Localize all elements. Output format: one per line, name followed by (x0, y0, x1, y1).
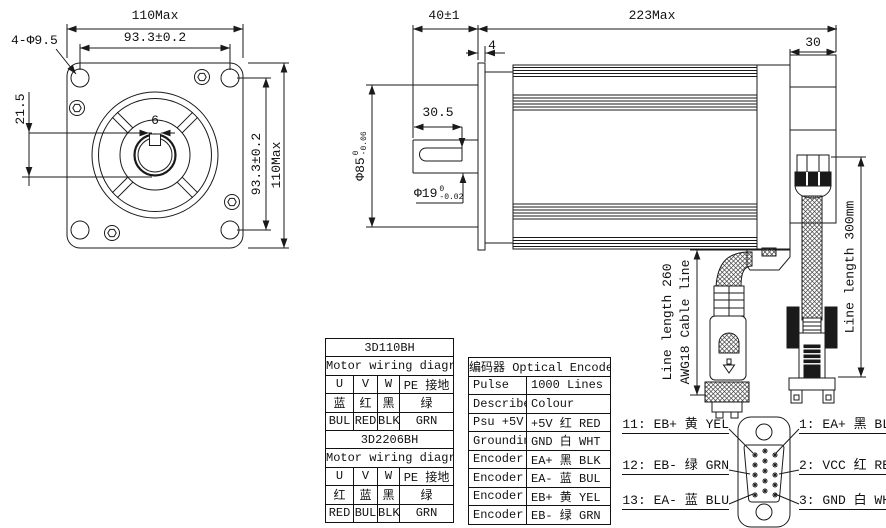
wiring-color-cn: 绿 (398, 485, 455, 505)
wiring-model-1: 3D110BH (324, 337, 455, 358)
wiring-color-en: GRN (398, 503, 455, 523)
front-view-dimensions (22, 24, 289, 249)
pin-label-3: 3: GND 白 WHT (799, 489, 886, 510)
dim-front-bolt-pitch-v: 93.3±0.2 (249, 132, 264, 196)
dim-front-height: 110Max (269, 141, 284, 189)
wiring-header: PE 接地 (398, 466, 455, 487)
side-view-drawing (412, 54, 837, 251)
shaft-dia-tol-bottom: -0.02 (439, 193, 464, 202)
dim-front-width: 110Max (131, 8, 179, 23)
pin-label-11: 11: EB+ 黄 YEL (622, 413, 729, 434)
encoder-row-label: Pulse (468, 375, 527, 395)
wiring-color-cn: 黑 (377, 485, 400, 505)
wiring-header: V (353, 466, 378, 487)
encoder-row-value: EB- 绿 GRN (525, 505, 612, 525)
dim-shaft-ext: 40±1 (428, 8, 460, 23)
dim-flat-length: 30.5 (422, 105, 454, 120)
dim-rear-cap: 30 (805, 35, 821, 50)
dim-key-top: 21.5 (13, 93, 28, 125)
wiring-color-cn: 红 (325, 485, 354, 505)
encoder-row-label: Describe (468, 394, 527, 414)
encoder-row-label: Encoder A- (468, 468, 527, 488)
shaft-dia-value: Φ19 (414, 186, 438, 201)
encoder-row-label: Psu +5V (468, 412, 527, 432)
side-view-dimensions (366, 25, 866, 396)
encoder-row-value: EA+ 黑 BLK (525, 449, 612, 469)
wiring-color-en: BLK (377, 503, 400, 523)
power-cable-length-note: Line length 260 (660, 263, 675, 381)
encoder-row-label: Grounding (468, 431, 527, 451)
wiring-color-cn: 黑 (377, 393, 400, 413)
encoder-row-label: Encoder B+ (468, 486, 527, 506)
dim-key-width: 6 (151, 113, 159, 128)
wiring-color-en: BLK (377, 411, 400, 431)
encoder-cable-length-note: Line length 300mm (842, 200, 858, 334)
wiring-header: PE 接地 (398, 374, 455, 395)
db15-pins (752, 448, 778, 498)
pin-label-2: 2: VCC 红 RED (799, 454, 886, 475)
front-view-drawing (66, 62, 244, 249)
shaft-dia-tol-top: 0 (439, 185, 445, 194)
encoder-row-label: Encoder A+ (468, 449, 527, 469)
wiring-header: W (377, 374, 400, 395)
wiring-header: V (353, 374, 378, 395)
dim-pilot-depth: 4 (488, 38, 496, 53)
dim-body-length: 223Max (628, 8, 676, 23)
encoder-row-label: Encoder B- (468, 505, 527, 525)
encoder-row-value: EB+ 黄 YEL (525, 486, 612, 506)
pin-label-12: 12: EB- 绿 GRN (622, 454, 729, 475)
encoder-row-value: Colour (525, 394, 612, 414)
power-cable-drawing (704, 247, 791, 419)
wiring-color-en: RED (353, 411, 378, 431)
encoder-row-value: +5V 红 RED (525, 412, 612, 432)
wiring-title-2: Motor wiring diagram (324, 448, 455, 468)
dim-front-bolt-pitch-h: 93.3±0.2 (123, 30, 187, 45)
motor-wiring-table: 3D110BH Motor wiring diagram U V W PE 接地… (324, 337, 455, 523)
encoder-table-title: 编码器 Optical Encoder (467, 357, 612, 377)
optical-encoder-table: 编码器 Optical Encoder Pulse 1000 Lines Des… (467, 357, 612, 525)
pilot-dia-value: Φ85 (353, 157, 368, 181)
wiring-title-1: Motor wiring diagram (324, 356, 455, 376)
wiring-color-cn: 红 (353, 393, 378, 413)
wiring-color-cn: 蓝 (353, 485, 378, 505)
power-cable-spec-note: AWG18 Cable line (678, 259, 693, 385)
encoder-row-value: EA- 蓝 BUL (525, 468, 612, 488)
wiring-header: W (377, 466, 400, 487)
pilot-dia-tol-bottom: -0.06 (360, 131, 369, 156)
wiring-color-en: GRN (398, 411, 455, 431)
wiring-color-cn: 绿 (398, 393, 455, 413)
wiring-header: U (325, 466, 354, 487)
dim-corner-holes: 4-Φ9.5 (11, 33, 58, 48)
pin-label-13: 13: EA- 蓝 BLU (622, 489, 729, 510)
encoder-cable-drawing (786, 154, 838, 404)
wiring-color-en: BUL (353, 503, 378, 523)
wiring-color-en: RED (325, 503, 354, 523)
db15-face-drawing (728, 416, 800, 528)
wiring-header: U (325, 374, 354, 395)
wiring-color-en: BUL (325, 411, 354, 431)
pin-label-1: 1: EA+ 黑 BLK (799, 413, 886, 434)
wiring-model-2: 3D2206BH (324, 429, 455, 450)
encoder-row-value: GND 白 WHT (525, 431, 612, 451)
wiring-color-cn: 蓝 (325, 393, 354, 413)
encoder-row-value: 1000 Lines (525, 375, 612, 395)
